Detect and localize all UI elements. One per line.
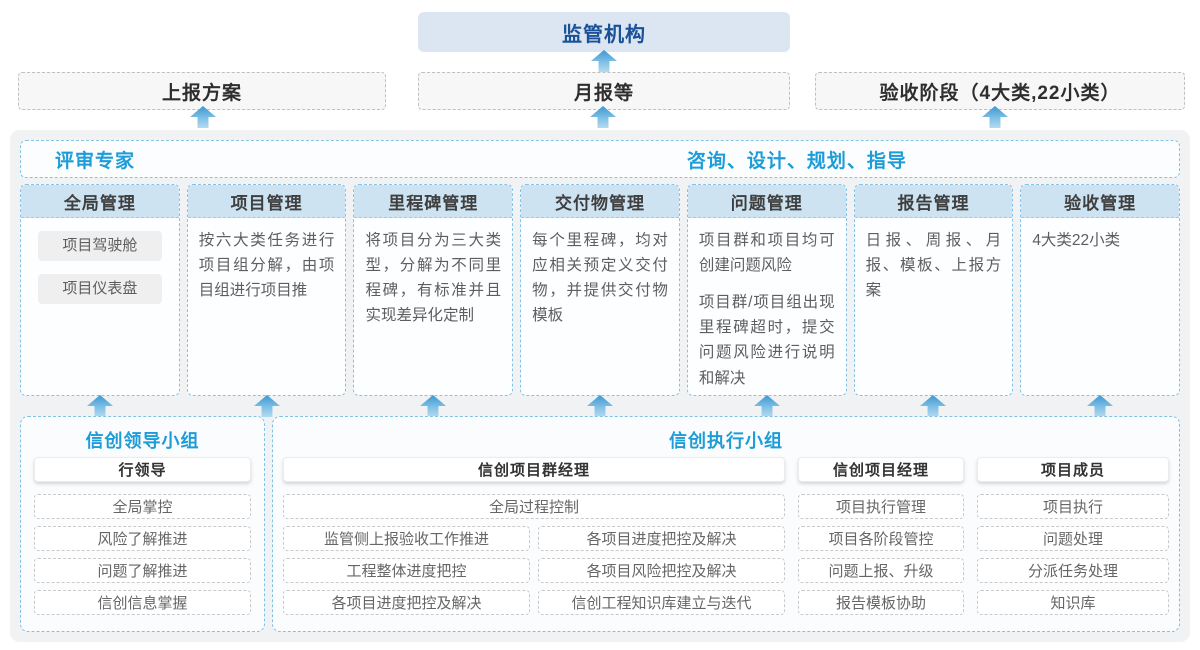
regulator-label: 监管机构 [562,23,646,46]
project-member-role: 项目成员 [977,457,1169,482]
column-header: 项目管理 [187,185,346,218]
acceptance-stage-box: 验收阶段（4大类,22小类） [815,72,1185,110]
pmg-item: 信创工程知识库建立与迭代 [538,590,785,615]
column-issue-management: 问题管理 项目群和项目均可创建问题风险 项目群/项目组出现里程碑超时，提交问题风… [686,184,847,396]
column-header: 全局管理 [21,185,179,218]
report-plan-label: 上报方案 [161,82,242,104]
column-body: 每个里程碑，均对应相关预定义交付物，并提供交付物模板 [532,232,668,325]
pm-item: 项目各阶段管控 [798,526,964,551]
pmg-item: 各项目进度把控及解决 [283,590,530,615]
report-plan-box: 上报方案 [18,72,386,110]
acceptance-stage-label: 验收阶段（4大类,22小类） [879,82,1121,104]
execution-columns: 信创项目群经理 全局过程控制 监管侧上报验收工作推进 各项目进度把控及解决 工程… [283,457,1169,615]
pmg-item: 工程整体进度把控 [283,558,530,583]
pmg-item: 监管侧上报验收工作推进 [283,526,530,551]
column-project-management: 项目管理 按六大类任务进行项目组分解，由项目组进行项目推 [186,184,347,396]
execution-group-title: 信创执行小组 [669,431,783,451]
pm-item: 报告模板协助 [798,590,964,615]
leader-item: 信创信息掌握 [34,590,251,615]
up-arrow-icon [754,395,780,417]
issue-paragraph: 项目群和项目均可创建问题风险 [698,232,835,275]
review-experts-label: 评审专家 [55,150,136,172]
member-item: 分派任务处理 [977,558,1169,583]
up-arrow-icon [591,50,617,72]
column-body: 项目驾驶舱 项目仪表盘 [21,218,179,327]
monthly-report-label: 月报等 [573,82,634,104]
up-arrow-icon [587,395,613,417]
up-arrow-icon [920,395,946,417]
management-columns: 全局管理 项目驾驶舱 项目仪表盘 项目管理 按六大类任务进行项目组分解，由项目组… [20,184,1181,396]
project-dashboard-chip: 项目仪表盘 [37,274,162,304]
up-arrow-icon [420,395,446,417]
column-deliverable-management: 交付物管理 每个里程碑，均对应相关预定义交付物，并提供交付物模板 [520,184,680,396]
column-body: 将项目分为三大类型，分解为不同里程碑，有标准并且实现差异化定制 [365,232,502,325]
expert-bar: 评审专家 咨询、设计、规划、指导 [20,140,1180,178]
program-manager-column: 信创项目群经理 全局过程控制 监管侧上报验收工作推进 各项目进度把控及解决 工程… [283,457,785,615]
leader-item: 风险了解推进 [34,526,251,551]
project-cockpit-chip: 项目驾驶舱 [37,231,162,261]
monthly-report-box: 月报等 [418,72,790,110]
consulting-guidance-label: 咨询、设计、规划、指导 [686,150,907,172]
up-arrow-icon [1087,395,1113,417]
column-header: 里程碑管理 [354,185,513,218]
leader-item: 全局掌控 [34,494,251,519]
column-body: 4大类22小类 [1032,232,1121,249]
column-milestone-management: 里程碑管理 将项目分为三大类型，分解为不同里程碑，有标准并且实现差异化定制 [353,184,514,396]
pmg-item: 各项目进度把控及解决 [538,526,785,551]
leadership-group-title: 信创领导小组 [85,431,200,451]
member-item: 知识库 [977,590,1169,615]
column-header: 验收管理 [1021,185,1180,218]
project-member-column: 项目成员 项目执行 问题处理 分派任务处理 知识库 [977,457,1169,615]
bank-leader-role: 行领导 [34,457,251,482]
execution-group: 信创执行小组 信创项目群经理 全局过程控制 监管侧上报验收工作推进 各项目进度把… [272,416,1180,632]
pmg-item: 各项目风险把控及解决 [538,558,785,583]
member-item: 问题处理 [977,526,1169,551]
column-body: 日报、周报、月报、模板、上报方案 [865,232,1002,300]
up-arrow-icon [87,395,113,417]
column-header: 问题管理 [687,185,846,218]
leadership-group: 信创领导小组 行领导 全局掌控 风险了解推进 问题了解推进 信创信息掌握 [20,416,265,632]
pm-item: 项目执行管理 [798,494,964,519]
pm-item: 问题上报、升级 [798,558,964,583]
column-header: 交付物管理 [521,185,679,218]
pmg-grid: 监管侧上报验收工作推进 各项目进度把控及解决 工程整体进度把控 各项目风险把控及… [283,526,785,615]
column-global-management: 全局管理 项目驾驶舱 项目仪表盘 [20,184,180,396]
up-arrow-icon [254,395,280,417]
main-panel: 评审专家 咨询、设计、规划、指导 全局管理 项目驾驶舱 项目仪表盘 项目管理 按… [10,130,1190,642]
column-report-management: 报告管理 日报、周报、月报、模板、上报方案 [853,184,1014,396]
regulator-box: 监管机构 [418,12,790,52]
project-manager-column: 信创项目经理 项目执行管理 项目各阶段管控 问题上报、升级 报告模板协助 [798,457,964,615]
issue-paragraph: 项目群/项目组出现里程碑超时，提交问题风险进行说明和解决 [698,294,835,387]
column-acceptance-management: 验收管理 4大类22小类 [1020,184,1181,396]
pmg-item: 全局过程控制 [283,494,785,519]
column-body: 项目群和项目均可创建问题风险 项目群/项目组出现里程碑超时，提交问题风险进行说明… [688,218,846,395]
column-body: 按六大类任务进行项目组分解，由项目组进行项目推 [198,232,335,300]
program-manager-role: 信创项目群经理 [283,457,785,482]
leader-item: 问题了解推进 [34,558,251,583]
project-manager-role: 信创项目经理 [798,457,964,482]
column-header: 报告管理 [854,185,1013,218]
member-item: 项目执行 [977,494,1169,519]
